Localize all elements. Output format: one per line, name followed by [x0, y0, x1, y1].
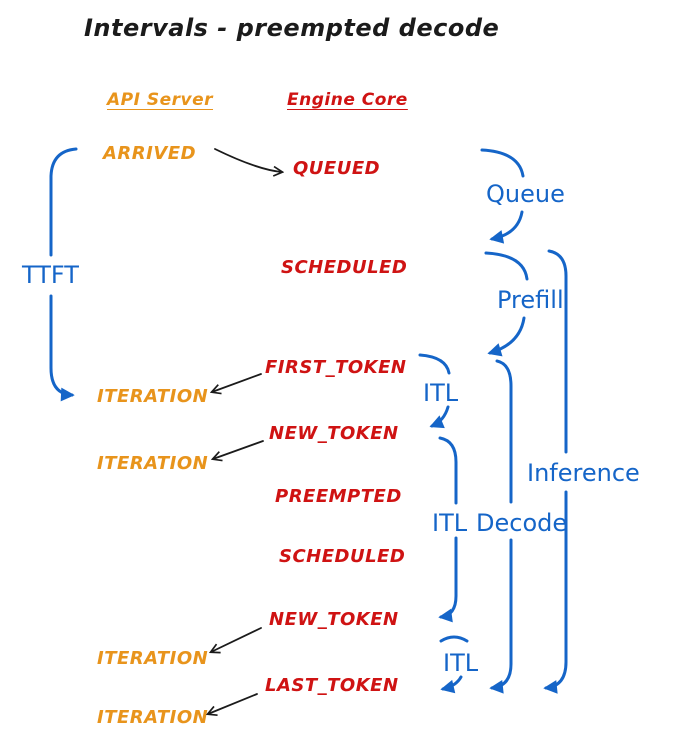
decode-bracket-top: [495, 359, 513, 504]
arrow-first-token-to-iteration: [212, 373, 262, 392]
event-last-token: LAST_TOKEN: [265, 675, 399, 696]
itl3-bracket-top: [439, 635, 469, 643]
arrow-new-token-2-to-iteration: [211, 627, 262, 652]
interval-label-ttft: TTFT: [22, 261, 79, 289]
event-iteration-3: ITERATION: [97, 648, 209, 669]
ttft-bracket-arrow: [49, 294, 75, 402]
interval-label-itl-3: ITL: [443, 649, 479, 677]
event-preempted: PREEMPTED: [275, 486, 402, 507]
arrow-new-token-1-to-iteration: [213, 440, 264, 459]
event-iteration-2: ITERATION: [97, 453, 209, 474]
interval-label-itl-2: ITL: [432, 509, 468, 537]
itl3-bracket-arrow: [440, 675, 463, 694]
interval-label-decode: Decode: [476, 509, 568, 537]
event-first-token: FIRST_TOKEN: [265, 357, 407, 378]
column-header-api-server: API Server: [107, 90, 214, 110]
interval-label-itl-1: ITL: [423, 379, 459, 407]
decode-bracket-arrow: [489, 538, 513, 694]
event-scheduled-2: SCHEDULED: [279, 546, 406, 567]
inference-bracket-top: [547, 249, 568, 454]
event-new-token-2: NEW_TOKEN: [269, 609, 399, 630]
column-header-engine-core: Engine Core: [287, 90, 408, 110]
prefill-bracket-top: [484, 251, 529, 281]
event-iteration-1: ITERATION: [97, 386, 209, 407]
ttft-bracket-top: [49, 147, 78, 257]
itl1-bracket-top: [418, 353, 451, 375]
queue-bracket-top: [480, 148, 525, 178]
prefill-bracket-arrow: [487, 316, 526, 357]
itl2-bracket-top: [438, 436, 458, 505]
event-new-token-1: NEW_TOKEN: [269, 423, 399, 444]
interval-label-queue: Queue: [486, 180, 565, 208]
arrow-arrived-to-queued: [214, 148, 282, 172]
itl2-bracket-arrow: [438, 536, 458, 623]
interval-label-prefill: Prefill: [497, 286, 564, 314]
diagram-title: Intervals - preempted decode: [84, 14, 500, 42]
queue-bracket-arrow: [489, 210, 524, 244]
event-scheduled-1: SCHEDULED: [281, 257, 408, 278]
event-queued: QUEUED: [293, 158, 381, 179]
interval-label-inference: Inference: [527, 459, 640, 487]
arrow-last-token-to-iteration: [208, 693, 258, 714]
itl1-bracket-arrow: [429, 405, 450, 429]
event-arrived: ARRIVED: [103, 143, 197, 164]
event-iteration-4: ITERATION: [97, 707, 209, 728]
